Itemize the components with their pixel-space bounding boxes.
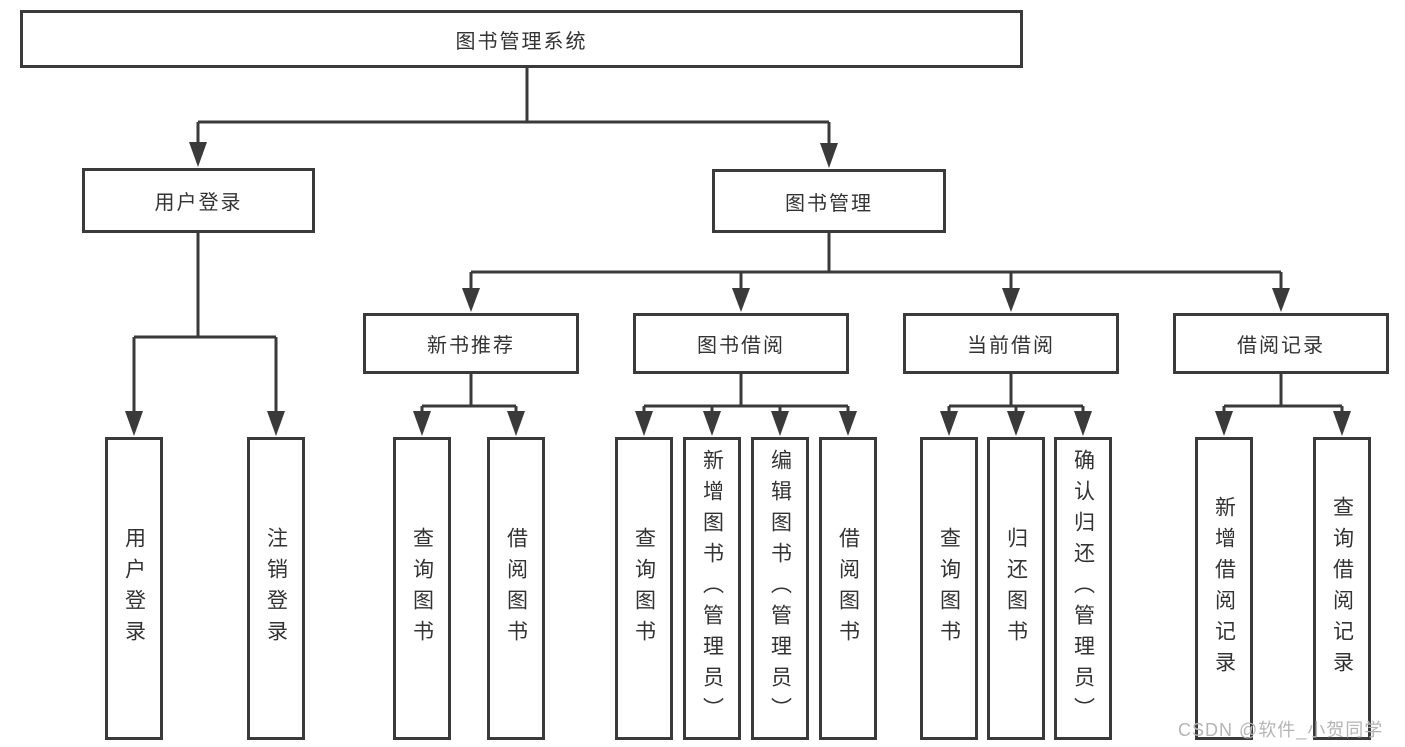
node-book-management-label: 图书管理: [785, 192, 873, 215]
node-user-login-label: 用户登录: [154, 192, 243, 214]
node-new-book-recommend-label: 新书推荐: [427, 335, 515, 357]
node-leaf-confirm-return-admin-label: 确认归还（管理员）: [1071, 449, 1095, 728]
node-leaf-logout: 注销登录: [247, 437, 305, 740]
node-book-management: 图书管理: [712, 169, 946, 233]
node-leaf-return-books: 归还图书: [987, 437, 1045, 740]
watermark: CSDN @软件_小贺同学: [1178, 720, 1384, 740]
node-leaf-user-login: 用户登录: [105, 437, 163, 740]
node-leaf-return-books-label: 归还图书: [1004, 526, 1028, 651]
node-leaf-query-books-recommend-label: 查询图书: [410, 526, 434, 651]
node-leaf-query-borrow-record: 查询借阅记录: [1313, 437, 1371, 740]
node-leaf-query-books-current: 查询图书: [920, 437, 978, 740]
node-current-borrowing-label: 当前借阅: [967, 335, 1055, 357]
node-leaf-user-login-label: 用户登录: [122, 526, 146, 651]
node-library-system: 图书管理系统: [20, 10, 1023, 68]
node-leaf-query-books-recommend: 查询图书: [393, 437, 451, 740]
node-library-system-label: 图书管理系统: [455, 30, 588, 53]
node-leaf-add-books-admin: 新增图书（管理员）: [683, 437, 741, 740]
node-leaf-query-books-borrowing: 查询图书: [615, 437, 673, 740]
node-book-borrowing: 图书借阅: [633, 313, 849, 374]
node-leaf-add-borrow-record: 新增借阅记录: [1195, 437, 1253, 740]
node-leaf-edit-books-admin-label: 编辑图书（管理员）: [768, 449, 792, 728]
node-leaf-borrow-books-label: 借阅图书: [836, 526, 860, 651]
node-leaf-query-books-current-label: 查询图书: [937, 526, 961, 651]
node-borrow-records: 借阅记录: [1173, 313, 1389, 374]
node-user-login: 用户登录: [82, 168, 315, 233]
node-leaf-confirm-return-admin: 确认归还（管理员）: [1054, 437, 1112, 740]
node-leaf-logout-label: 注销登录: [264, 526, 288, 651]
node-leaf-borrow-books-recommend: 借阅图书: [487, 437, 545, 740]
node-leaf-query-books-borrowing-label: 查询图书: [632, 526, 656, 651]
node-leaf-borrow-books: 借阅图书: [819, 437, 877, 740]
node-leaf-add-borrow-record-label: 新增借阅记录: [1212, 495, 1236, 682]
arrowhead-icons: [125, 142, 1351, 436]
node-borrow-records-label: 借阅记录: [1237, 335, 1325, 357]
node-leaf-edit-books-admin: 编辑图书（管理员）: [751, 437, 809, 740]
node-leaf-borrow-books-recommend-label: 借阅图书: [504, 526, 528, 651]
node-leaf-add-books-admin-label: 新增图书（管理员）: [700, 449, 724, 728]
node-new-book-recommend: 新书推荐: [363, 313, 579, 374]
node-leaf-query-borrow-record-label: 查询借阅记录: [1330, 495, 1354, 682]
node-current-borrowing: 当前借阅: [903, 313, 1119, 374]
node-book-borrowing-label: 图书借阅: [697, 335, 785, 357]
